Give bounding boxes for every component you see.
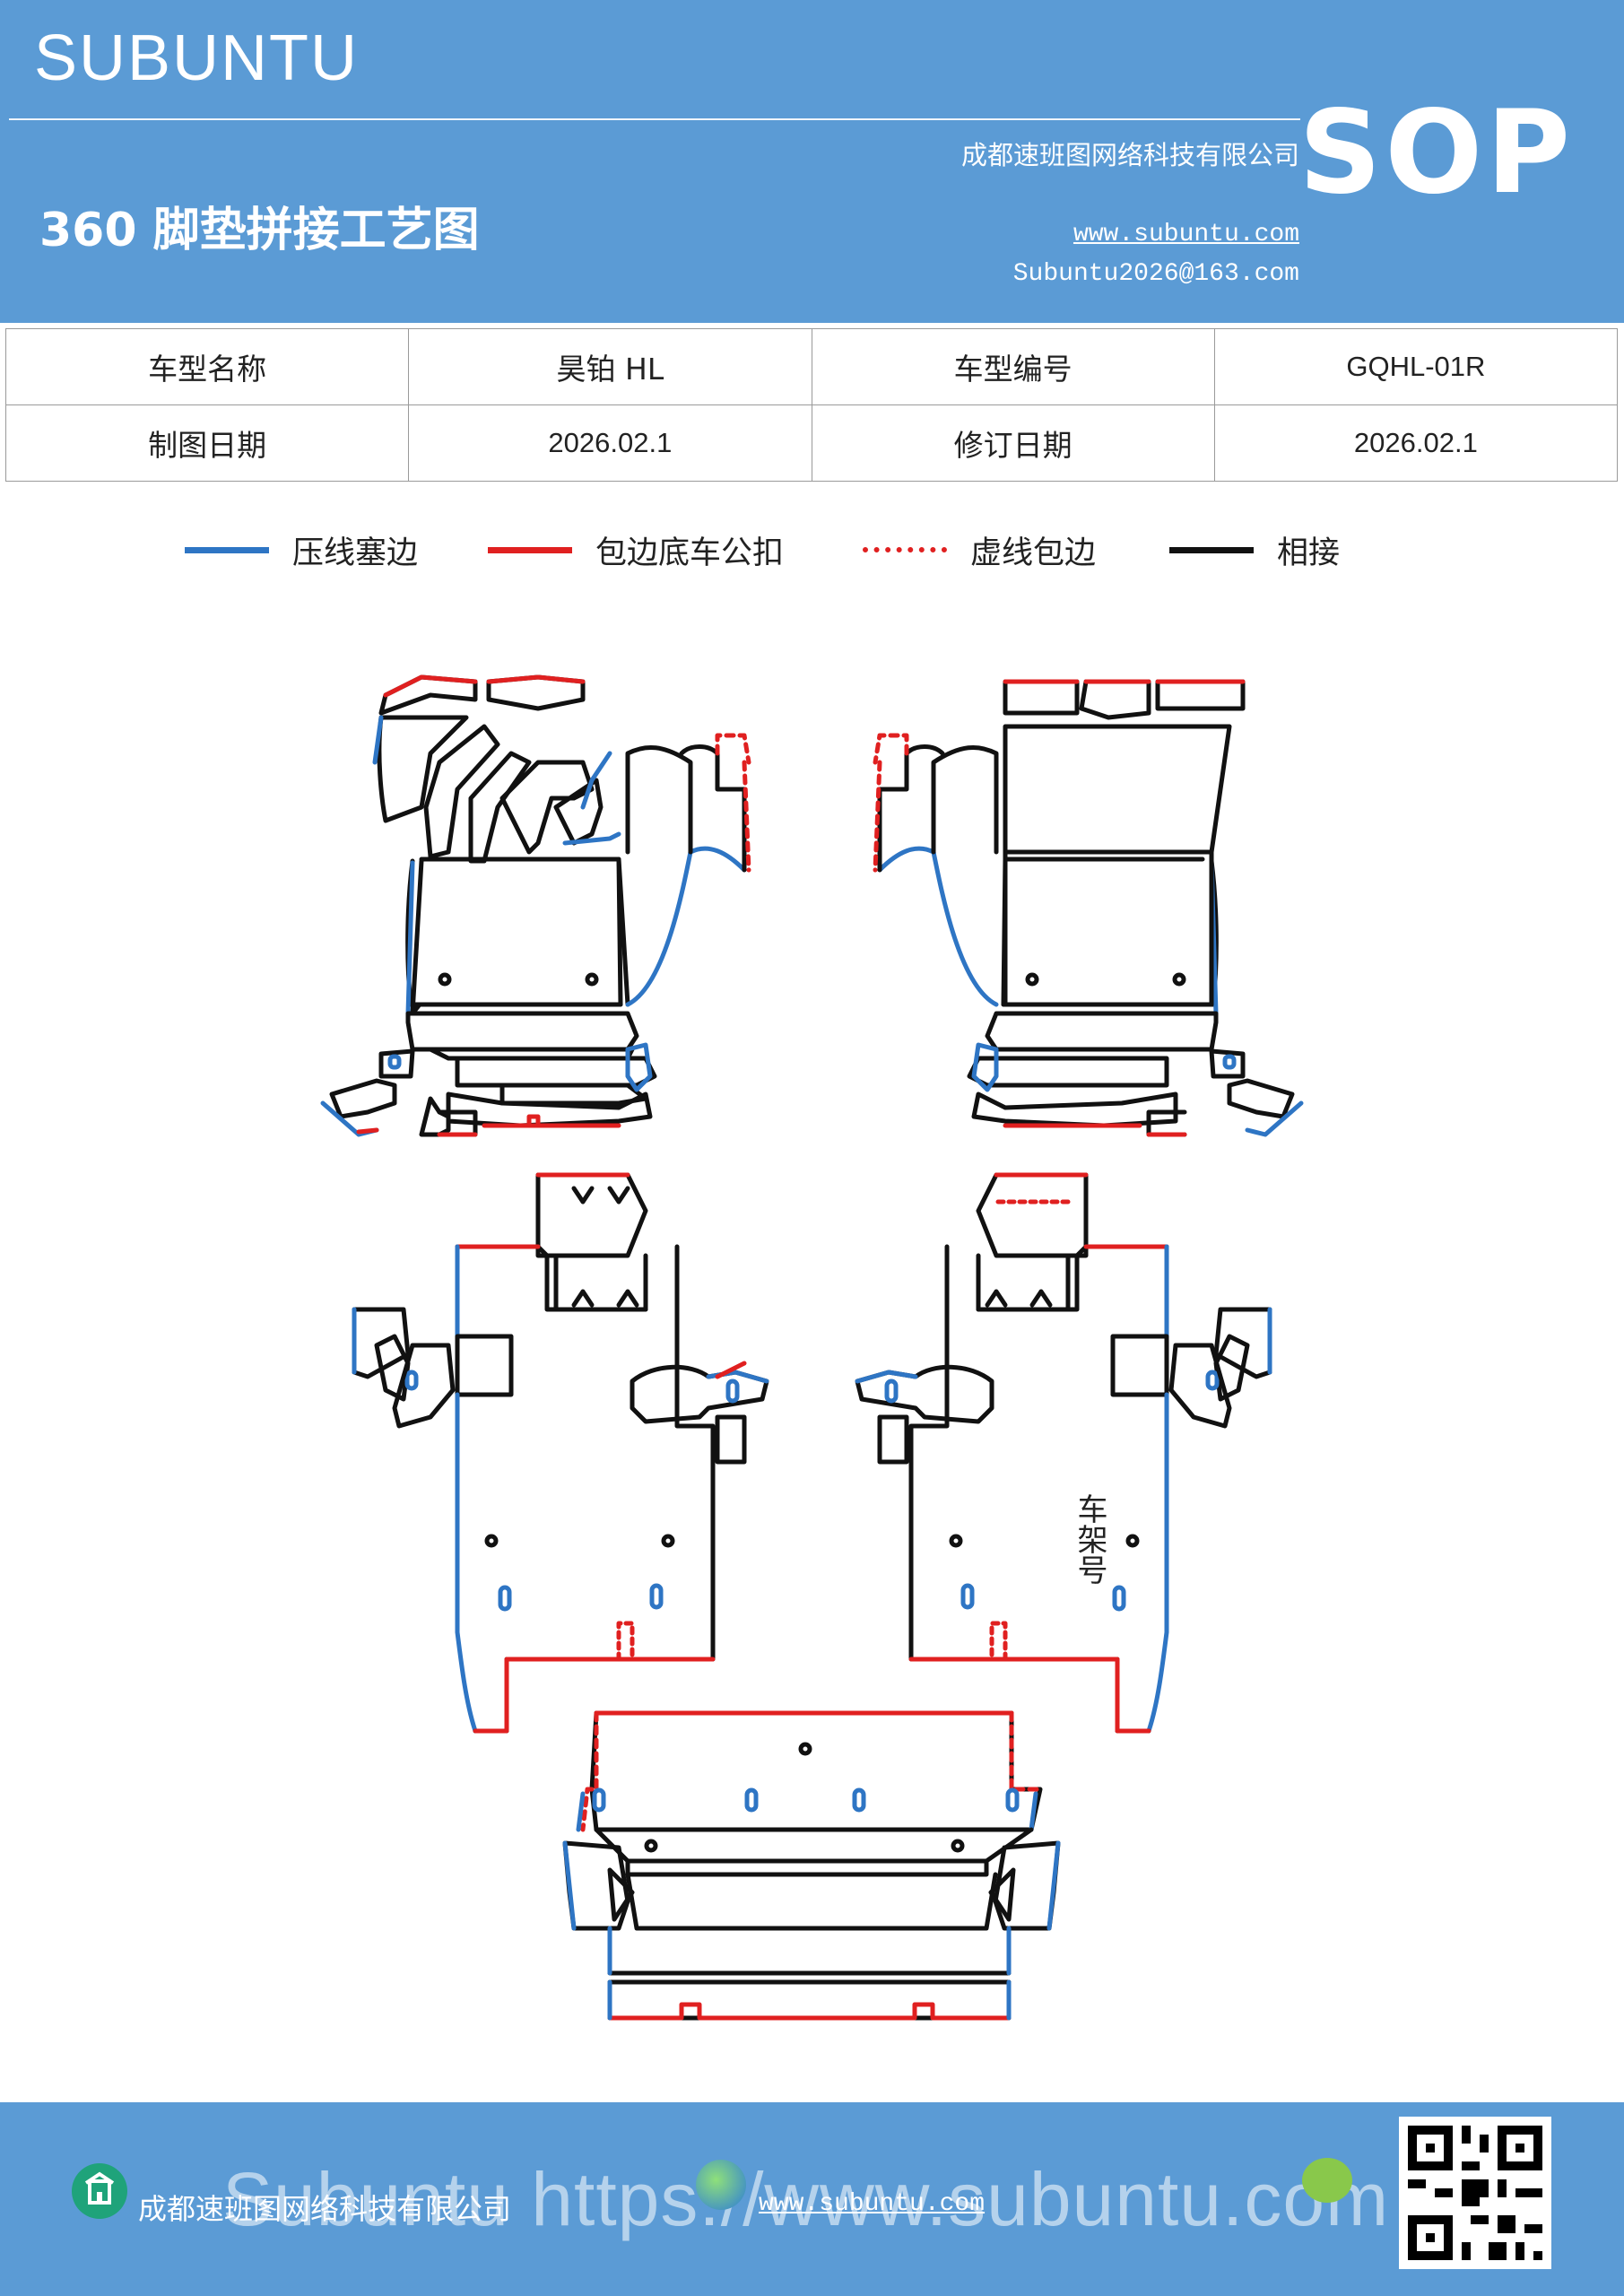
email-address: Subuntu2026@163.com <box>1012 260 1299 288</box>
legend-item-wrap-buckle: 包边底车公扣 <box>488 527 784 572</box>
website-link[interactable]: www.subuntu.com <box>1073 221 1299 248</box>
legend-label: 包边底车公扣 <box>595 535 785 571</box>
legend-swatch-blue <box>185 546 269 553</box>
table-row: 车型名称 昊铂 HL 车型编号 GQHL-01R <box>4 328 1619 405</box>
model-code-value: GQHL-01R <box>1213 328 1619 405</box>
brand-name: SUBUNTU <box>34 22 360 94</box>
company-name: 成都速班图网络科技有限公司 <box>960 140 1299 170</box>
footer-website-link[interactable]: www.subuntu.com <box>759 2190 986 2218</box>
header-divider <box>9 118 1300 120</box>
table-row: 制图日期 2026.02.1 修订日期 2026.02.1 <box>4 404 1619 482</box>
front-left-mat <box>320 674 751 1137</box>
header-banner: SUBUNTU 360 脚垫拼接工艺图 成都速班图网络科技有限公司 www.su… <box>0 0 1624 323</box>
building-icon <box>72 2163 127 2219</box>
footer-overlay-text: Subuntu https://www.subuntu.com <box>222 2157 1390 2241</box>
trunk-mat <box>562 1710 1061 2021</box>
legend-swatch-black <box>1169 546 1254 553</box>
vin-label: 车架号 <box>1072 1493 1107 1585</box>
model-name-label: 车型名称 <box>4 328 410 405</box>
rear-right-mat <box>855 1172 1272 1734</box>
legend-item-pressed-edge: 压线塞边 <box>185 527 418 572</box>
legend-label: 虚线包边 <box>970 535 1097 571</box>
sop-badge: SOP <box>1298 86 1574 220</box>
legend-label: 压线塞边 <box>292 535 419 571</box>
draw-date-value: 2026.02.1 <box>408 404 812 482</box>
vehicle-info-table: 车型名称 昊铂 HL 车型编号 GQHL-01R 制图日期 2026.02.1 … <box>4 328 1619 482</box>
revise-date-label: 修订日期 <box>811 404 1215 482</box>
wechat-icon <box>1302 2158 1352 2203</box>
document-title: 360 脚垫拼接工艺图 <box>39 204 480 257</box>
rear-left-mat <box>352 1172 769 1734</box>
revise-date-value: 2026.02.1 <box>1213 404 1619 482</box>
footer-company: 成都速班图网络科技有限公司 <box>138 2192 512 2226</box>
model-code-label: 车型编号 <box>811 328 1215 405</box>
footer-banner: Subuntu https://www.subuntu.com 成都速班图网络科… <box>0 2102 1624 2296</box>
legend-item-dashed-wrap: 虚线包边 <box>863 527 1096 572</box>
globe-icon <box>696 2160 746 2210</box>
floor-mat-diagram: 车架号 <box>320 674 1304 2021</box>
front-right-mat <box>873 679 1304 1137</box>
legend-swatch-red <box>488 546 572 553</box>
legend-item-joined: 相接 <box>1169 527 1340 572</box>
legend-swatch-red-dashed <box>863 547 947 552</box>
model-name-value: 昊铂 HL <box>408 328 812 405</box>
legend-label: 相接 <box>1277 535 1341 571</box>
qr-code <box>1399 2117 1551 2269</box>
draw-date-label: 制图日期 <box>4 404 410 482</box>
